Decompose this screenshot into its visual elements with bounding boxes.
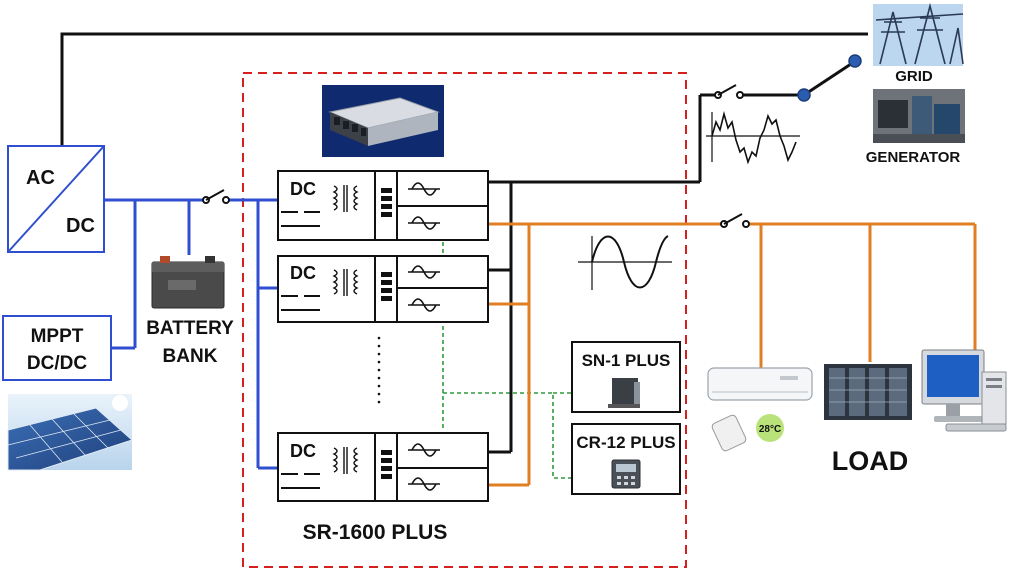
temperature-label: 28°C [759,424,781,435]
cr12-device-icon [611,459,641,489]
remote-control-icon [711,414,747,452]
distorted-wave-icon [706,110,800,165]
dc-label: DC [66,215,95,237]
transformer-icon [332,185,359,212]
system-boundary [242,72,687,568]
load-label: LOAD [832,446,909,476]
module-dc-label: DC [290,179,316,199]
load-bus [488,222,977,487]
power-module-n: DC [277,432,489,502]
sn1-unit: SN-1 PLUS [571,341,681,413]
mppt-converter: MPPT DC/DC [2,315,112,381]
transformer-icon [332,447,359,474]
ac-dc-converter: AC DC [7,145,105,253]
computer-icon [921,349,1007,432]
battery-icon [151,256,225,309]
generator-label: GENERATOR [866,149,961,166]
grid-label: GRID [895,68,933,85]
mppt-sublabel: DC/DC [27,353,87,374]
mppt-label: MPPT [31,326,84,347]
sn1-label: SN-1 PLUS [582,351,671,370]
battery-sublabel: BANK [163,346,218,367]
system-label: SR-1600 PLUS [303,521,448,544]
comm-lines [442,228,572,479]
source-selector-switch [797,54,862,102]
transmission-tower-icon [873,2,964,66]
dc-bus [104,198,278,470]
power-module-1: DC [277,170,489,241]
sn1-device-icon [608,378,640,408]
power-module-2: DC [277,255,489,323]
switch-icon [720,213,750,228]
more-modules-dots [377,336,381,404]
switch-icon [714,84,744,99]
transformer-icon [332,269,359,296]
rack-unit-icon [322,85,444,157]
sine-wave-icon [408,443,440,491]
sine-wave-icon [408,265,440,312]
server-rack-icon [824,364,912,420]
cr12-unit: CR-12 PLUS [571,423,681,495]
air-conditioner-icon: 28°C [707,367,813,452]
cr12-label: CR-12 PLUS [576,433,675,452]
ac-label: AC [26,167,55,189]
module-dc-label: DC [290,441,316,461]
solar-panel-icon [7,394,133,471]
sine-wave-icon [408,182,440,230]
battery-label: BATTERY [146,318,234,339]
generator-icon [873,89,965,143]
sine-wave-icon [578,235,672,290]
module-dc-label: DC [290,263,316,283]
grid-line [60,32,868,146]
switch-icon [202,189,230,204]
ac-output-bus [488,93,804,454]
